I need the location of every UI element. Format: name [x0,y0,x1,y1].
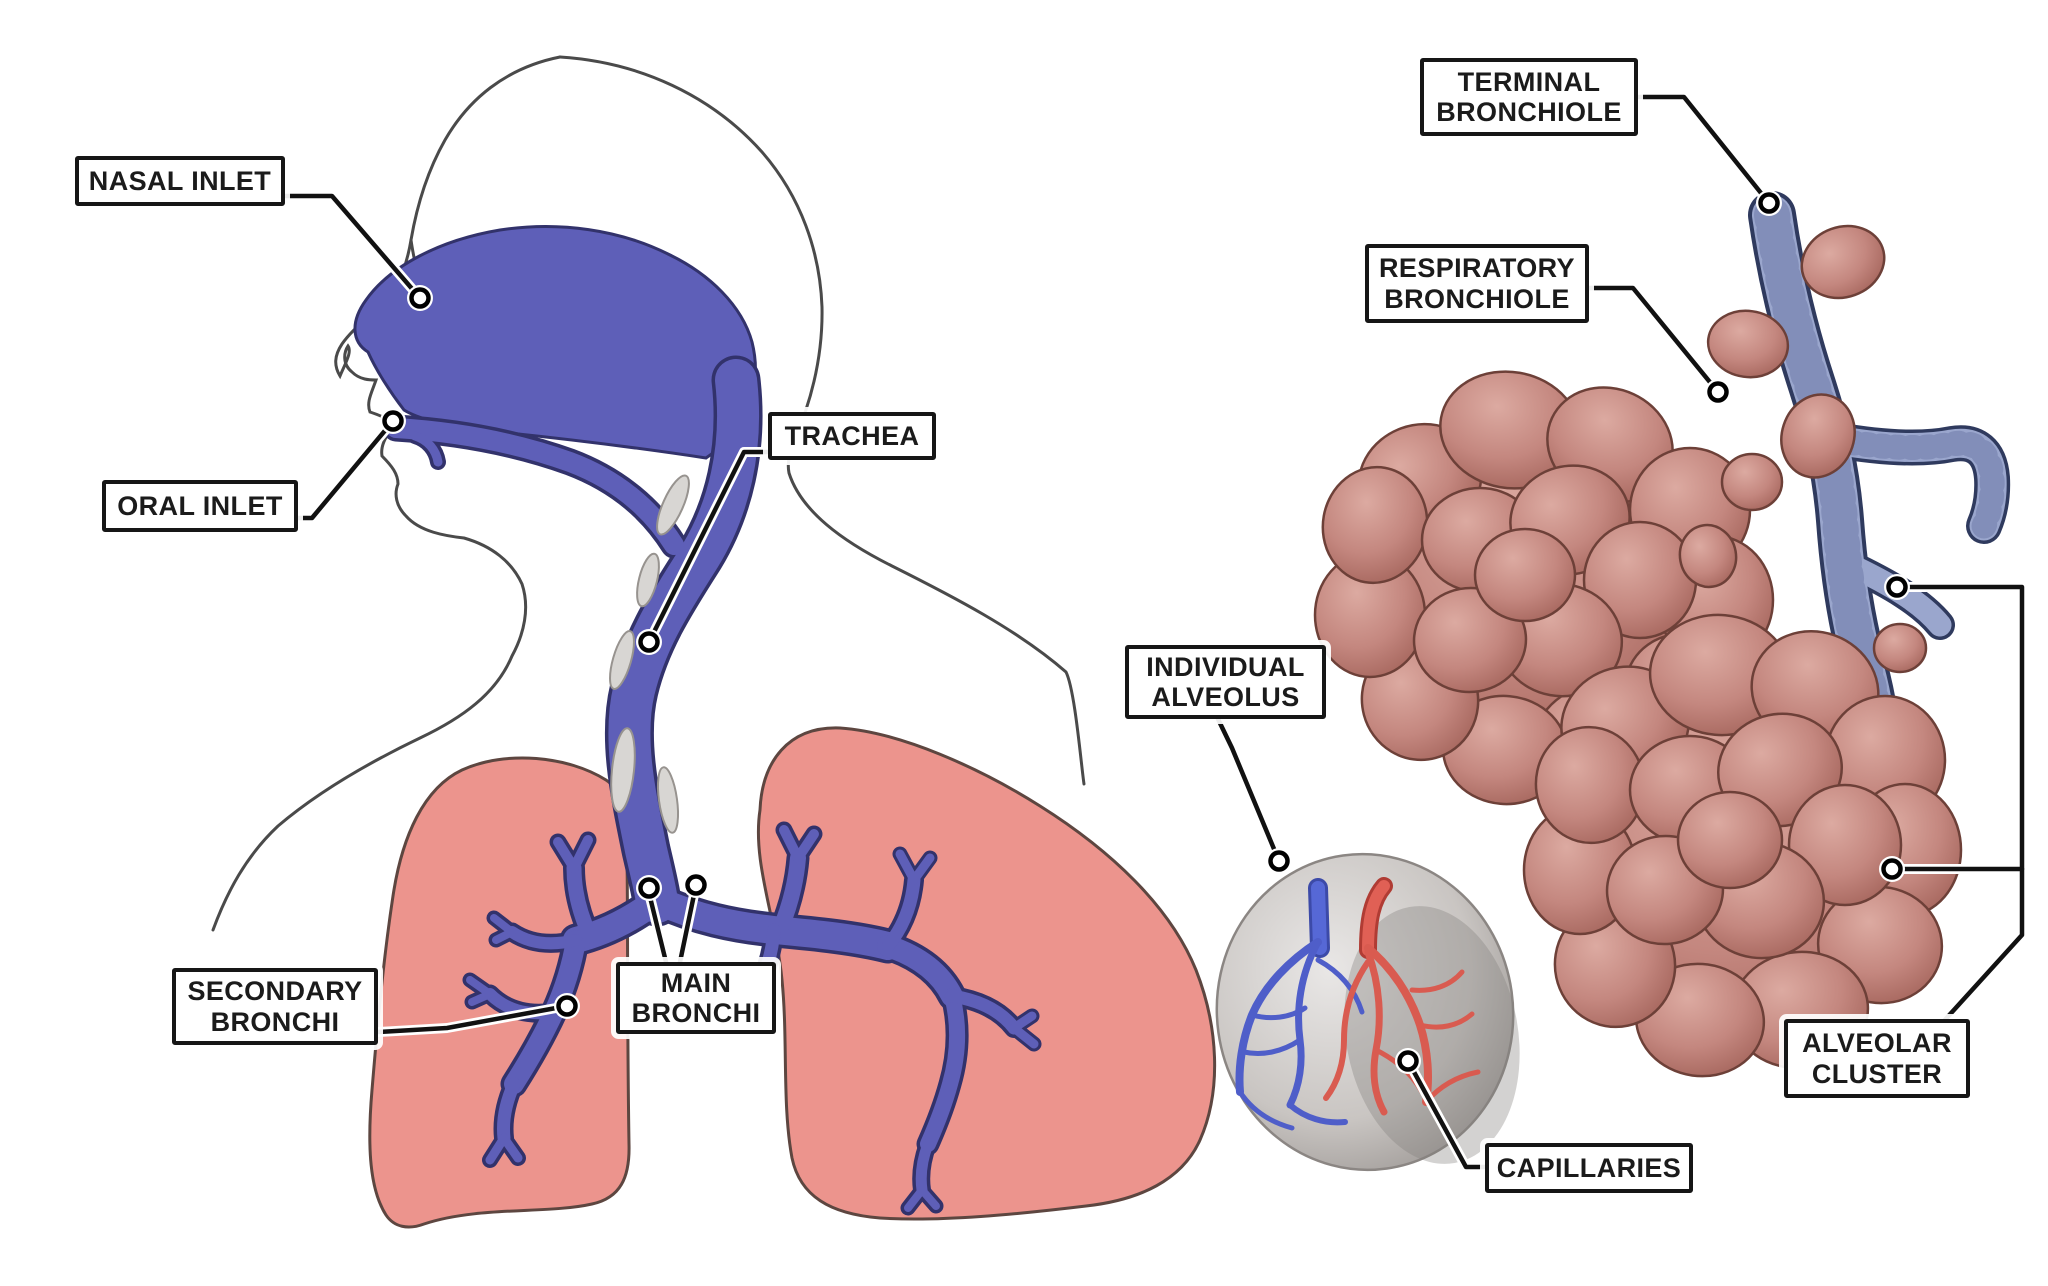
label-nasal-inlet-text: NASAL INLET [88,165,272,196]
leader-nasal-inlet [280,193,423,301]
label-individual-alveolus: INDIVIDUAL ALVEOLUS [1125,645,1326,719]
leader-secondary-bronchi [375,1003,570,1035]
label-main-bronchi: MAIN BRONCHI [616,962,776,1034]
dot-main-bronchus-right [685,874,707,896]
label-terminal-bronchiole-text: TERMINAL BRONCHIOLE [1436,66,1622,127]
alveolus-supply-vessels [1308,877,1393,959]
leader-trachea [646,449,771,645]
cartilage-slivers [609,474,690,834]
leader-lines [278,92,2027,1172]
marker-dots [380,190,1910,1074]
label-respiratory-bronchiole-text: RESPIRATORY BRONCHIOLE [1379,253,1575,314]
dot-respiratory-bronchiole [1707,381,1729,403]
leader-alveolar-cluster-top [1903,584,2025,1025]
label-alveolar-cluster: ALVEOLAR CLUSTER [1784,1019,1970,1098]
dot-oral-inlet [382,410,404,432]
label-nasal-inlet: NASAL INLET [75,156,285,206]
label-terminal-bronchiole: TERMINAL BRONCHIOLE [1420,58,1638,136]
alveolar-cluster-lower [1522,613,1963,1078]
dot-nasal-inlet [409,287,431,309]
label-oral-inlet: ORAL INLET [102,480,298,532]
label-capillaries-text: CAPILLARIES [1496,1152,1682,1183]
dot-main-bronchus-left [638,877,660,899]
leader-respiratory-bronchiole [1585,285,1721,395]
dot-individual-alveolus [1268,850,1290,872]
dot-trachea [638,631,660,653]
dot-alveolar-cluster-top [1886,576,1908,598]
leader-oral-inlet [294,418,396,521]
label-trachea-text: TRACHEA [784,420,920,451]
leader-capillaries [1405,1058,1488,1170]
leader-main-bronchi-right [677,887,698,965]
label-secondary-bronchi-text: SECONDARY BRONCHI [187,976,363,1037]
dot-capillaries [1397,1050,1419,1072]
individual-alveolus [1215,852,1520,1172]
label-alveolar-cluster-text: ALVEOLAR CLUSTER [1802,1028,1952,1089]
label-trachea: TRACHEA [768,412,936,460]
label-capillaries: CAPILLARIES [1485,1143,1693,1193]
dot-terminal-bronchiole [1758,192,1780,214]
label-secondary-bronchi: SECONDARY BRONCHI [172,968,378,1045]
leader-main-bronchi-left [646,890,669,965]
label-main-bronchi-text: MAIN BRONCHI [631,967,761,1028]
dot-alveolar-cluster-bottom [1881,858,1903,880]
right-lung [756,726,1217,1221]
leader-individual-alveolus [1215,716,1282,864]
label-respiratory-bronchiole: RESPIRATORY BRONCHIOLE [1365,244,1589,323]
label-individual-alveolus-text: INDIVIDUAL ALVEOLUS [1146,651,1305,712]
label-oral-inlet-text: ORAL INLET [117,490,283,521]
leader-terminal-bronchiole [1634,94,1772,206]
dot-secondary-bronchi [556,995,578,1017]
capillaries-blue [1235,938,1365,1131]
